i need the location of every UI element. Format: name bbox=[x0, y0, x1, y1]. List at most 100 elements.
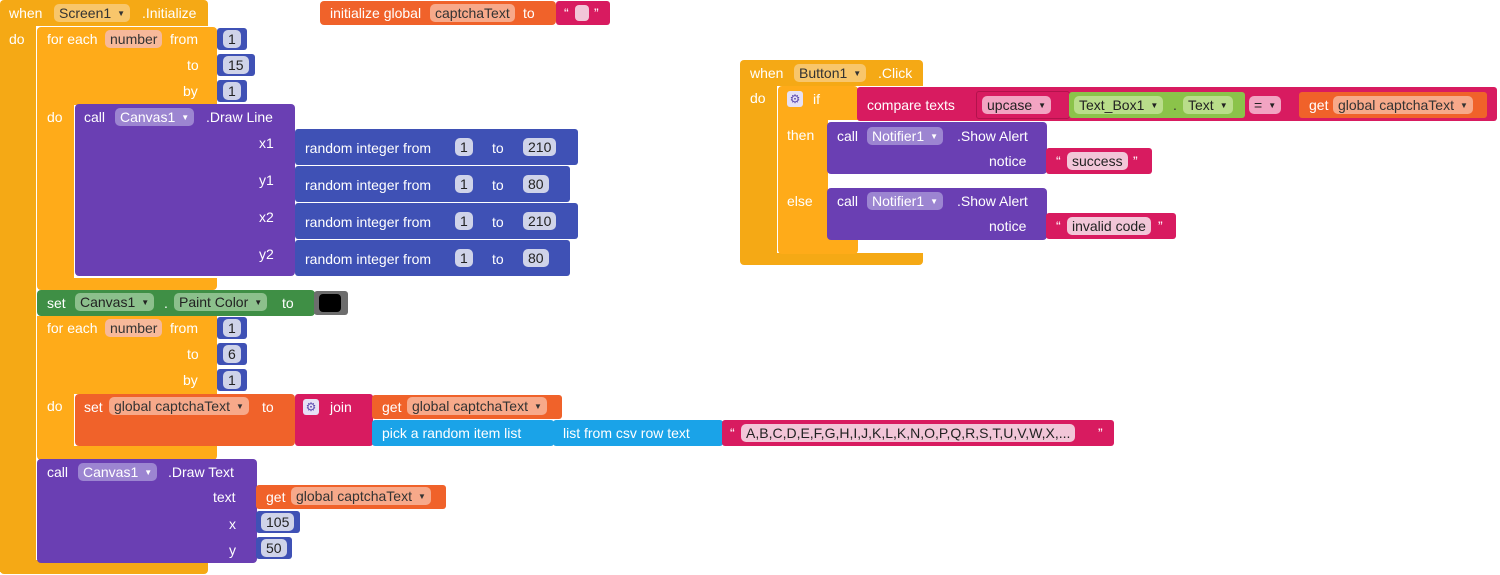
x1-from-value[interactable]: 1 bbox=[455, 138, 473, 156]
to-word: to bbox=[492, 251, 504, 267]
from-label: from bbox=[170, 31, 198, 47]
get-label: get bbox=[266, 489, 286, 505]
global-variable-dropdown[interactable]: global captchaText▼ bbox=[109, 397, 249, 415]
loop2-from-value[interactable]: 1 bbox=[223, 319, 241, 337]
by-label: by bbox=[183, 372, 198, 388]
operator-dropdown[interactable]: =▼ bbox=[1249, 96, 1282, 114]
global-variable-dropdown[interactable]: global captchaText▼ bbox=[1333, 96, 1473, 114]
success-text-value[interactable]: success bbox=[1067, 152, 1128, 170]
click-label: .Click bbox=[878, 65, 913, 81]
to-word: to bbox=[492, 214, 504, 230]
close-quote-icon: ” bbox=[1133, 153, 1138, 169]
global-variable-dropdown[interactable]: global captchaText▼ bbox=[407, 397, 547, 415]
initialize-global-label: initialize global bbox=[330, 5, 422, 21]
dropdown-arrow-icon: ▼ bbox=[930, 197, 939, 206]
screen-dropdown[interactable]: Screen1▼ bbox=[54, 4, 131, 22]
dropdown-arrow-icon: ▼ bbox=[1038, 101, 1047, 110]
call-draw-line-block[interactable] bbox=[75, 104, 295, 276]
list-from-csv-row-block[interactable] bbox=[553, 420, 723, 446]
loop1-from-value[interactable]: 1 bbox=[223, 30, 241, 48]
loop-variable-number[interactable]: number bbox=[105, 319, 163, 337]
dropdown-arrow-icon: ▼ bbox=[144, 468, 153, 477]
notice-label: notice bbox=[989, 153, 1027, 169]
invalid-code-text-value[interactable]: invalid code bbox=[1067, 217, 1151, 235]
canvas-dropdown[interactable]: Canvas1▼ bbox=[75, 293, 155, 311]
y-param-label: y bbox=[229, 542, 236, 558]
get-label: get bbox=[382, 399, 402, 415]
canvas-dropdown[interactable]: Canvas1▼ bbox=[115, 108, 195, 126]
property-dropdown[interactable]: Paint Color▼ bbox=[174, 293, 268, 311]
dropdown-arrow-icon: ▼ bbox=[141, 298, 150, 307]
csv-text-value[interactable]: A,B,C,D,E,F,G,H,I,J,K,L,K,N,O,P,Q,R,S,T,… bbox=[741, 424, 1076, 442]
to-word: to bbox=[492, 140, 504, 156]
by-label: by bbox=[183, 83, 198, 99]
loop2-by-value[interactable]: 1 bbox=[223, 371, 241, 389]
empty-string-field[interactable] bbox=[575, 5, 589, 21]
if-label: if bbox=[813, 91, 820, 107]
text-param-label: text bbox=[213, 489, 236, 505]
loop1-by-value[interactable]: 1 bbox=[223, 82, 241, 100]
x2-from-value[interactable]: 1 bbox=[455, 212, 473, 230]
open-quote-icon: “ bbox=[1056, 153, 1061, 169]
pick-random-item-label: pick a random item list bbox=[382, 425, 522, 441]
dropdown-arrow-icon: ▼ bbox=[181, 113, 190, 122]
to-word: to bbox=[492, 177, 504, 193]
button-dropdown[interactable]: Button1▼ bbox=[794, 64, 867, 82]
notifier-dropdown[interactable]: Notifier1▼ bbox=[867, 192, 944, 210]
dropdown-arrow-icon: ▼ bbox=[235, 402, 244, 411]
dropdown-arrow-icon: ▼ bbox=[1268, 101, 1277, 110]
black-color-swatch[interactable] bbox=[319, 294, 341, 312]
open-quote-icon: “ bbox=[730, 425, 735, 441]
event-block-footer bbox=[0, 560, 208, 574]
when-label: when bbox=[9, 5, 43, 21]
dot-label: . bbox=[164, 295, 168, 311]
textbox-dropdown[interactable]: Text_Box1▼ bbox=[1074, 96, 1164, 114]
param-label-x1: x1 bbox=[259, 135, 274, 151]
loop2-to-value[interactable]: 6 bbox=[223, 345, 241, 363]
from-label: from bbox=[170, 320, 198, 336]
upcase-dropdown[interactable]: upcase▼ bbox=[982, 96, 1052, 114]
y2-to-value[interactable]: 80 bbox=[523, 249, 549, 267]
dropdown-arrow-icon: ▼ bbox=[1219, 101, 1228, 110]
global-variable-name[interactable]: captchaText bbox=[430, 4, 515, 22]
if-footer bbox=[778, 238, 858, 254]
x-value[interactable]: 105 bbox=[261, 513, 295, 531]
set-label: set bbox=[84, 399, 103, 415]
y1-to-value[interactable]: 80 bbox=[523, 175, 549, 193]
gear-icon[interactable]: ⚙ bbox=[787, 91, 803, 107]
param-label-y2: y2 bbox=[259, 246, 274, 262]
y1-from-value[interactable]: 1 bbox=[455, 175, 473, 193]
dropdown-arrow-icon: ▼ bbox=[1150, 101, 1159, 110]
x2-to-value[interactable]: 210 bbox=[523, 212, 557, 230]
close-quote-icon: ” bbox=[1098, 425, 1103, 441]
loop1-to-value[interactable]: 15 bbox=[223, 56, 249, 74]
event-block-spine bbox=[0, 26, 36, 572]
for-each-label: for each bbox=[47, 31, 98, 47]
canvas-dropdown[interactable]: Canvas1▼ bbox=[78, 463, 158, 481]
x1-to-value[interactable]: 210 bbox=[523, 138, 557, 156]
gear-icon[interactable]: ⚙ bbox=[303, 399, 319, 415]
join-label: join bbox=[330, 399, 352, 415]
pick-random-item-block[interactable] bbox=[372, 420, 554, 446]
dropdown-arrow-icon: ▼ bbox=[930, 132, 939, 141]
text-property-dropdown[interactable]: Text▼ bbox=[1183, 96, 1233, 114]
else-label: else bbox=[787, 193, 813, 209]
list-from-csv-label: list from csv row text bbox=[563, 425, 690, 441]
notice-label: notice bbox=[989, 218, 1027, 234]
loop1-do-label: do bbox=[47, 109, 63, 125]
for-each-label: for each bbox=[47, 320, 98, 336]
loop1-footer bbox=[37, 278, 217, 290]
loop-variable-number[interactable]: number bbox=[105, 30, 163, 48]
do-label: do bbox=[9, 31, 25, 47]
y2-from-value[interactable]: 1 bbox=[455, 249, 473, 267]
click-footer bbox=[740, 253, 923, 265]
random-integer-label: random integer from bbox=[305, 214, 432, 230]
do-label: do bbox=[750, 90, 766, 106]
loop1-spine bbox=[37, 105, 74, 280]
global-variable-dropdown[interactable]: global captchaText▼ bbox=[291, 487, 431, 505]
random-integer-label: random integer from bbox=[305, 177, 432, 193]
y-value[interactable]: 50 bbox=[261, 539, 287, 557]
notifier-dropdown[interactable]: Notifier1▼ bbox=[867, 127, 944, 145]
click-spine bbox=[740, 86, 777, 256]
if-spine bbox=[778, 120, 828, 250]
